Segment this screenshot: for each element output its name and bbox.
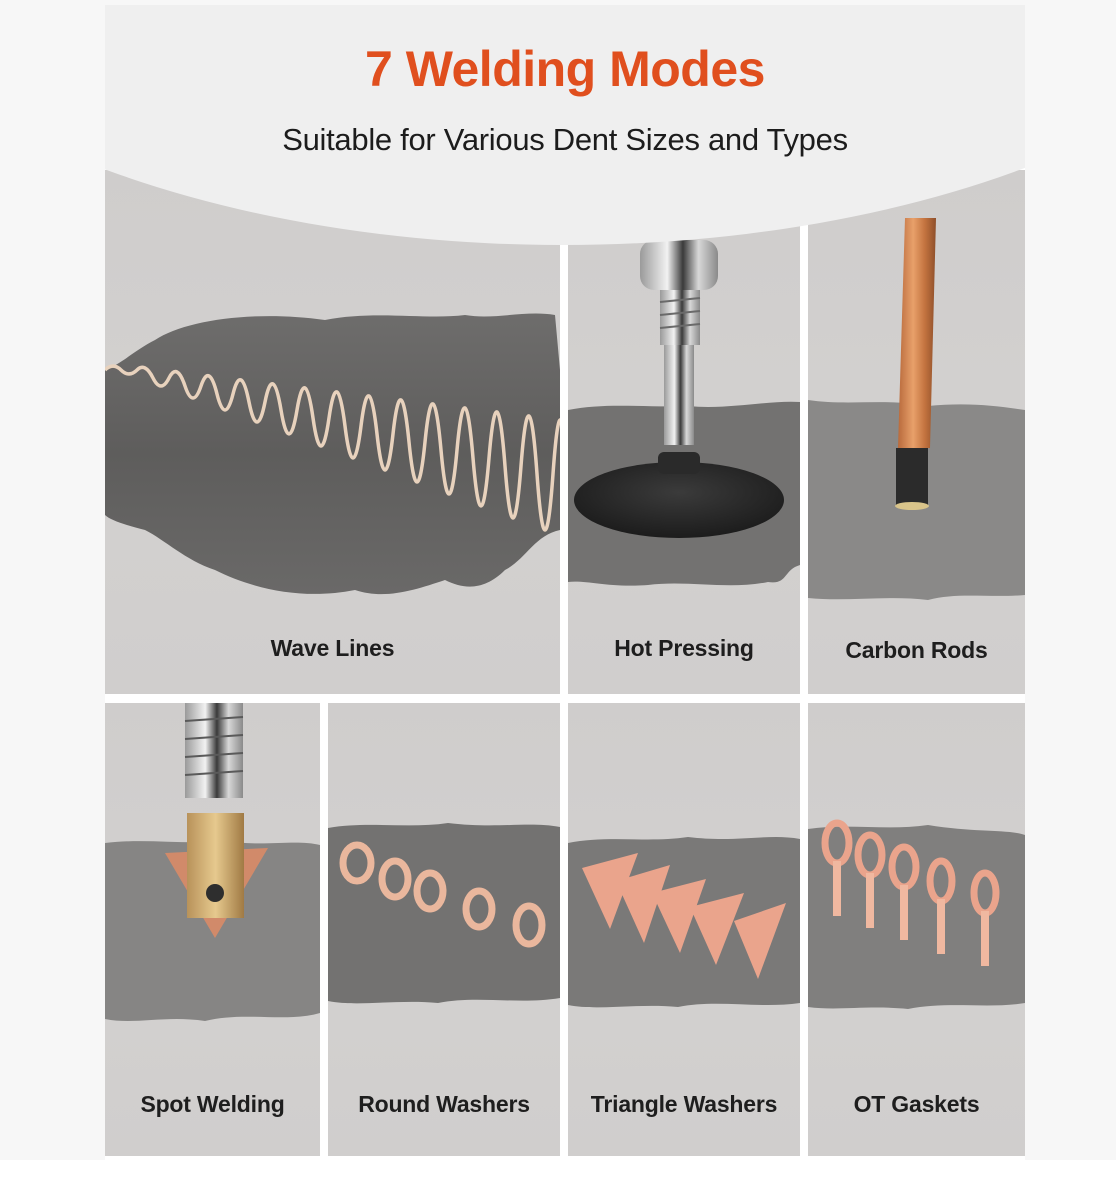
spot-welding-tip-image xyxy=(105,703,320,1021)
ot-gaskets-image xyxy=(808,819,1025,1009)
page-title: 7 Welding Modes xyxy=(365,41,765,97)
mode-label: Spot Welding xyxy=(140,1091,285,1117)
header-arc xyxy=(105,5,1025,245)
mode-tile-ot-gaskets: OT Gaskets xyxy=(808,703,1025,1156)
header-background xyxy=(105,5,1025,265)
mode-tile-carbon-rods: Carbon Rods xyxy=(808,170,1025,694)
mode-tile-spot-welding: Spot Welding xyxy=(105,703,320,1156)
mode-label: OT Gaskets xyxy=(853,1091,980,1117)
mode-label: Round Washers xyxy=(358,1091,530,1117)
mode-tile-round-washers: Round Washers xyxy=(328,703,560,1156)
mode-label: Wave Lines xyxy=(270,635,395,661)
wave-line-weld-image xyxy=(105,313,560,595)
hot-pressing-disc-image xyxy=(568,240,800,586)
mode-label: Carbon Rods xyxy=(845,637,988,663)
round-washers-image xyxy=(328,823,560,1004)
triangle-washers-image xyxy=(568,837,800,1008)
page-bottom-strip xyxy=(0,1160,1116,1200)
mode-tile-hot-pressing: Hot Pressing xyxy=(568,170,800,694)
carbon-rod-image xyxy=(808,218,1025,600)
mode-label: Hot Pressing xyxy=(614,635,754,661)
mode-tile-triangle-washers: Triangle Washers xyxy=(568,703,800,1156)
page-subtitle: Suitable for Various Dent Sizes and Type… xyxy=(282,122,848,157)
mode-tile-wave-lines: Wave Lines xyxy=(105,170,560,694)
mode-label: Triangle Washers xyxy=(590,1091,778,1117)
